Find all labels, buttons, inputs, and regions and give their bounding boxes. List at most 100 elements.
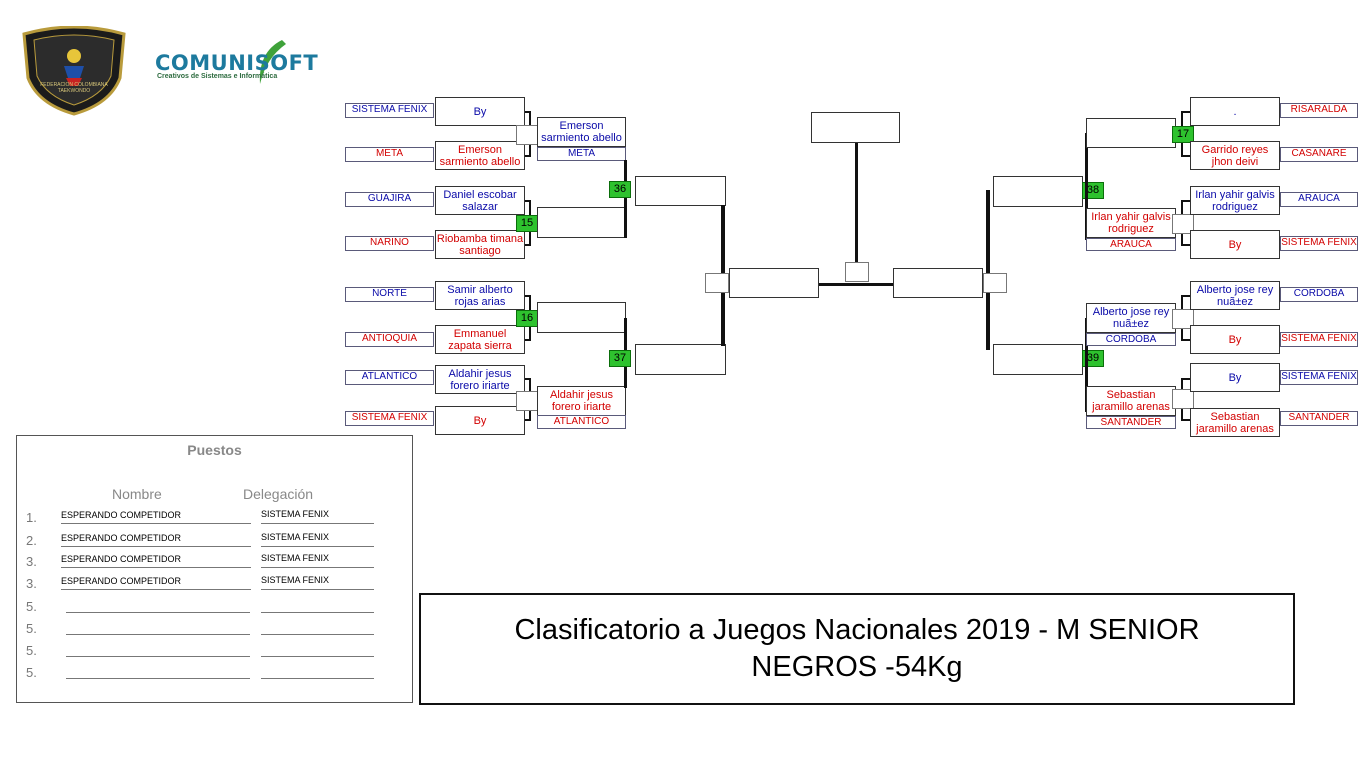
left-r1-name-3[interactable]: Daniel escobar salazar <box>435 186 525 215</box>
federation-logo-text: FEDERACION COLOMBIANA TAEKWONDO <box>40 82 108 94</box>
puesto-deleg: SISTEMA FENIX <box>261 551 374 568</box>
right-r3-slot-2[interactable] <box>993 344 1083 375</box>
left-r1-deleg-7: ATLANTICO <box>345 370 434 385</box>
right-r2-name-2[interactable]: Irlan yahir galvis rodriguez <box>1086 208 1176 238</box>
puesto-number: 3. <box>26 554 37 569</box>
left-r1-deleg-4: NARINO <box>345 236 434 251</box>
puesto-number: 5. <box>26 621 37 636</box>
connector <box>1182 200 1190 202</box>
left-r2-slot-3[interactable] <box>537 302 626 333</box>
left-r1-name-4[interactable]: Riobamba timana santiago <box>435 230 525 259</box>
final-winner-slot[interactable] <box>811 112 900 143</box>
right-r2-name-3[interactable]: Alberto jose rey nuã±ez <box>1086 303 1176 333</box>
right-r1-deleg-2: CASANARE <box>1280 147 1358 162</box>
score-box[interactable] <box>983 273 1007 293</box>
right-r1-deleg-4: SISTEMA FENIX <box>1280 236 1358 251</box>
right-r1-name-7[interactable]: By <box>1190 363 1280 392</box>
comunisoft-wordmark: COMUNISOFT <box>155 51 319 75</box>
score-box[interactable] <box>516 125 538 145</box>
match-number-16: 16 <box>516 310 538 327</box>
puesto-name: ESPERANDO COMPETIDOR <box>61 573 251 590</box>
puesto-deleg <box>261 662 374 679</box>
left-r3-slot-2[interactable] <box>635 344 726 375</box>
puesto-row: 1. ESPERANDO COMPETIDOR SISTEMA FENIX <box>17 507 412 527</box>
left-r2-name-1[interactable]: Emerson sarmiento abello <box>537 117 626 147</box>
score-box[interactable] <box>1172 214 1194 234</box>
left-r1-name-2[interactable]: Emerson sarmiento abello <box>435 141 525 170</box>
puesto-row: 3. ESPERANDO COMPETIDOR SISTEMA FENIX <box>17 551 412 571</box>
puesto-name: ESPERANDO COMPETIDOR <box>61 551 251 568</box>
connector <box>525 339 530 341</box>
connector <box>1182 378 1190 380</box>
puesto-deleg: SISTEMA FENIX <box>261 530 374 547</box>
connector <box>1182 419 1190 421</box>
puesto-row: 5. <box>17 662 412 682</box>
match-number-17: 17 <box>1172 126 1194 143</box>
right-r2-deleg-4: SANTANDER <box>1086 416 1176 429</box>
right-r3-slot-1[interactable] <box>993 176 1083 207</box>
puesto-deleg <box>261 618 374 635</box>
left-r1-name-6[interactable]: Emmanuel zapata sierra <box>435 325 525 354</box>
puesto-name: ESPERANDO COMPETIDOR <box>61 530 251 547</box>
puestos-panel: Puestos Nombre Delegación 1. ESPERANDO C… <box>16 435 413 703</box>
connector <box>525 200 530 202</box>
score-box[interactable] <box>845 262 869 282</box>
puesto-deleg <box>261 640 374 657</box>
right-r1-deleg-3: ARAUCA <box>1280 192 1358 207</box>
match-number-15: 15 <box>516 215 538 232</box>
right-r1-name-3[interactable]: Irlan yahir galvis rodriguez <box>1190 186 1280 215</box>
match-number-37: 37 <box>609 350 631 367</box>
left-r1-deleg-8: SISTEMA FENIX <box>345 411 434 426</box>
match-number-36: 36 <box>609 181 631 198</box>
left-r2-deleg-1: META <box>537 147 626 161</box>
left-r1-name-7[interactable]: Aldahir jesus forero iriarte <box>435 365 525 394</box>
connector <box>525 244 530 246</box>
puesto-row: 5. <box>17 596 412 616</box>
right-r1-deleg-1: RISARALDA <box>1280 103 1358 118</box>
connector <box>525 155 530 157</box>
connector <box>525 111 530 113</box>
left-r3-slot-1[interactable] <box>635 176 726 206</box>
left-r2-name-4[interactable]: Aldahir jesus forero iriarte <box>537 386 626 416</box>
puesto-row: 3. ESPERANDO COMPETIDOR SISTEMA FENIX <box>17 573 412 593</box>
score-box[interactable] <box>705 273 729 293</box>
right-r2-deleg-3: CORDOBA <box>1086 333 1176 346</box>
puesto-name: ESPERANDO COMPETIDOR <box>61 507 251 524</box>
right-r1-name-2[interactable]: Garrido reyes jhon deivi <box>1190 141 1280 170</box>
left-r1-deleg-3: GUAJIRA <box>345 192 434 207</box>
connector <box>855 143 858 263</box>
nombre-header: Nombre <box>112 486 162 502</box>
left-r1-name-1[interactable]: By <box>435 97 525 126</box>
right-r1-name-5[interactable]: Alberto jose rey nuã±ez <box>1190 281 1280 310</box>
score-box[interactable] <box>516 391 538 411</box>
tournament-title-line2: NEGROS -54Kg <box>751 651 963 683</box>
left-r2-slot-2[interactable] <box>537 207 626 238</box>
right-semifinal-slot[interactable] <box>893 268 983 298</box>
left-r2-deleg-4: ATLANTICO <box>537 415 626 429</box>
right-r2-deleg-2: ARAUCA <box>1086 238 1176 251</box>
tournament-title-box: Clasificatorio a Juegos Nacionales 2019 … <box>419 593 1295 705</box>
left-semifinal-slot[interactable] <box>729 268 819 298</box>
puesto-number: 3. <box>26 576 37 591</box>
right-r1-name-4[interactable]: By <box>1190 230 1280 259</box>
puesto-deleg: SISTEMA FENIX <box>261 573 374 590</box>
puesto-name <box>66 640 250 657</box>
puesto-row: 5. <box>17 618 412 638</box>
left-r1-deleg-1: SISTEMA FENIX <box>345 103 434 118</box>
left-r1-name-5[interactable]: Samir alberto rojas arias <box>435 281 525 310</box>
puesto-number: 1. <box>26 510 37 525</box>
score-box[interactable] <box>1172 309 1194 329</box>
left-r1-name-8[interactable]: By <box>435 406 525 435</box>
puesto-number: 5. <box>26 599 37 614</box>
left-r1-deleg-2: META <box>345 147 434 162</box>
right-r1-name-1[interactable]: . <box>1190 97 1280 126</box>
right-r2-slot-1[interactable] <box>1086 118 1176 148</box>
puesto-name <box>66 662 250 679</box>
score-box[interactable] <box>1172 389 1194 409</box>
federation-shield-logo: FEDERACION COLOMBIANA TAEKWONDO <box>20 25 128 116</box>
right-r2-name-4[interactable]: Sebastian jaramillo arenas <box>1086 386 1176 416</box>
right-r1-name-6[interactable]: By <box>1190 325 1280 354</box>
right-r1-name-8[interactable]: Sebastian jaramillo arenas <box>1190 408 1280 437</box>
connector <box>1182 295 1190 297</box>
right-r1-deleg-7: SISTEMA FENIX <box>1280 370 1358 385</box>
